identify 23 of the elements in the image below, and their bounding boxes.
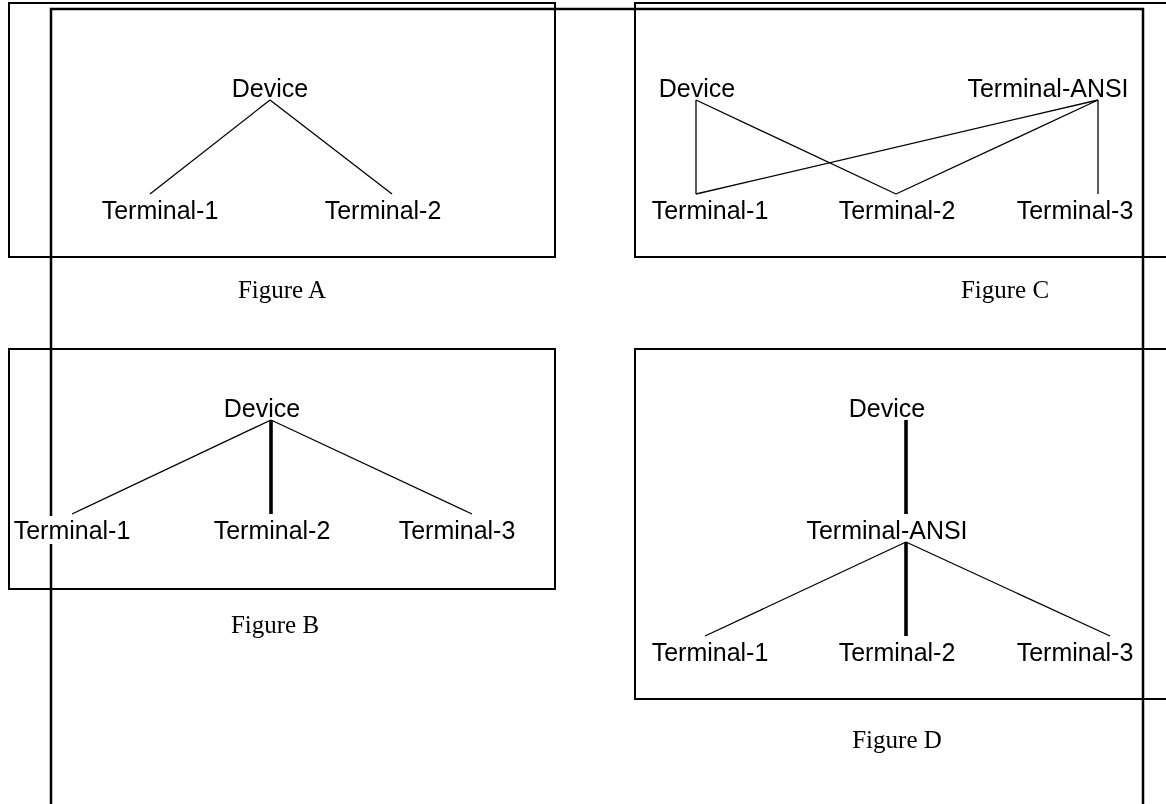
- figure-caption: Figure D: [852, 725, 942, 755]
- connector-line: [270, 419, 473, 515]
- figure-panel: [634, 2, 1166, 258]
- connector-line: [269, 420, 273, 514]
- connector-line: [695, 99, 897, 195]
- connector-line: [1097, 99, 1099, 195]
- connector-line: [895, 99, 1099, 195]
- connector-line: [905, 541, 1111, 637]
- node-label: Terminal-1: [13, 516, 131, 544]
- connector-line: [904, 542, 908, 636]
- figure-caption: Figure B: [230, 610, 320, 640]
- figure-panel: [634, 348, 1166, 700]
- figure-caption: Figure C: [960, 275, 1050, 305]
- figure-caption: Figure A: [237, 275, 327, 305]
- connector-line: [904, 420, 908, 514]
- connector-line: [149, 99, 271, 195]
- figure-panel: [8, 2, 556, 258]
- figure-panel: [8, 348, 556, 590]
- connector-line: [695, 99, 697, 195]
- connector-line: [704, 541, 907, 637]
- connector-line: [71, 419, 272, 515]
- connector-line: [269, 99, 393, 195]
- connector-line: [695, 99, 1099, 195]
